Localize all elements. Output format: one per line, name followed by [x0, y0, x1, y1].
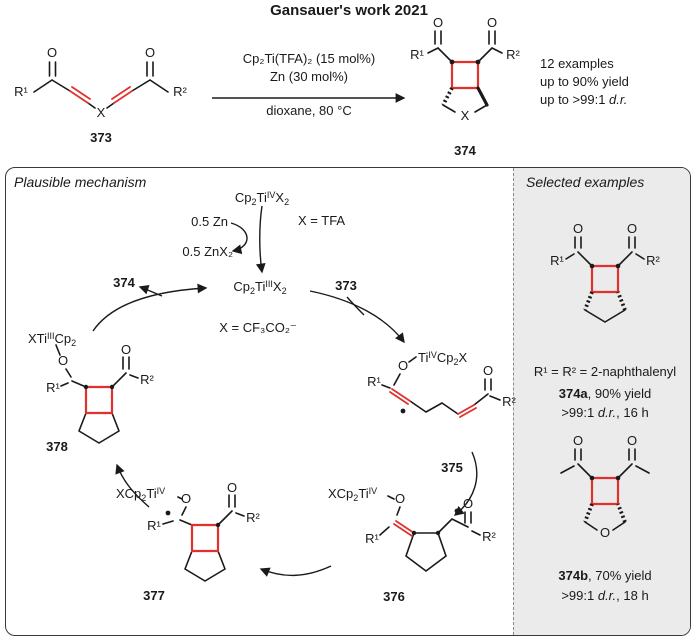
example-b-name-line: 374b, 70% yield: [558, 569, 651, 583]
example-b-dr-line: >99:1 d.r., 18 h: [561, 589, 648, 603]
label-374b: 374b: [558, 568, 589, 583]
atom-r2-374: R²: [506, 47, 520, 62]
atom-r2-376: R²: [482, 529, 496, 544]
cycle-label-373: 373: [335, 278, 357, 293]
ti-iii-x2-formula: Cp2TiIIIX2: [233, 279, 287, 296]
atom-r1-377: R¹: [147, 518, 161, 533]
label-373: 373: [90, 130, 112, 145]
example-b-yield: , 70% yield: [588, 568, 652, 583]
result-examples-count: 12 examples: [540, 56, 614, 71]
xti-iii-cp2-formula-378: XTiIIICp2: [28, 331, 77, 348]
atom-o-374b-left: O: [572, 433, 584, 448]
atom-x-373: X: [96, 105, 106, 120]
atom-o-374a-right: O: [626, 221, 638, 236]
selected-examples-panel: [513, 168, 690, 635]
example-a-dr-suffix: , 16 h: [616, 405, 649, 420]
atom-o-374b-ring: O: [599, 525, 611, 540]
result-yield: up to 90% yield: [540, 74, 629, 89]
conditions-line2: Zn (30 mol%): [269, 69, 349, 84]
atom-o-377-alkoxide: O: [180, 491, 192, 506]
atom-o-373-right: O: [144, 45, 156, 60]
atom-r2-373: R²: [173, 84, 187, 99]
atom-o-377-ketone: O: [226, 480, 238, 495]
znx2-out-label: 0.5 ZnX₂: [182, 244, 233, 259]
x-tfa-label: X = TFA: [298, 213, 346, 228]
ti-iv-cp2x-formula-375: TiIVCp2X: [418, 350, 468, 367]
product-374-skeleton: [427, 30, 503, 113]
atom-o-374a-left: O: [572, 221, 584, 236]
atom-r1-375: R¹: [367, 374, 381, 389]
atom-o-378-ketone: O: [120, 342, 132, 357]
label-374: 374: [454, 143, 476, 158]
atom-r1-378: R¹: [46, 380, 60, 395]
conditions-line3: dioxane, 80 °C: [266, 103, 352, 118]
atom-o-375-ketone: O: [482, 363, 494, 378]
mechanism-box: [5, 167, 691, 636]
substrate-373-skeleton: [33, 61, 169, 109]
example-a-dr-prefix: >99:1: [561, 405, 598, 420]
atom-r1-373: R¹: [14, 84, 28, 99]
figure-title: Gansauer's work 2021: [270, 2, 428, 19]
example-b-dr-suffix: , 18 h: [616, 588, 649, 603]
atom-o-374-left: O: [432, 15, 444, 30]
atom-o-375-enol: O: [397, 358, 409, 373]
atom-o-376-ketone: O: [462, 496, 474, 511]
label-375: 375: [441, 460, 463, 475]
label-378: 378: [46, 439, 68, 454]
example-a-yield: , 90% yield: [587, 386, 652, 401]
ti-iv-x2-formula: Cp2TiIVX2: [234, 190, 290, 207]
atom-o-374-right: O: [486, 15, 498, 30]
atom-o-373-left: O: [46, 45, 58, 60]
xcp2ti-iv-formula-376: XCp2TiIV: [328, 486, 378, 503]
example-a-r-definition: R¹ = R² = 2-naphthalenyl: [533, 364, 677, 379]
atom-o-376-enol: O: [394, 491, 406, 506]
atom-r2-374a: R²: [646, 253, 660, 268]
label-376: 376: [383, 589, 405, 604]
atom-r1-374: R¹: [410, 47, 424, 62]
label-377: 377: [143, 588, 165, 603]
atom-r1-376: R¹: [365, 531, 379, 546]
result-dr-prefix: up to >99:1: [540, 92, 610, 107]
cycle-label-374: 374: [113, 275, 135, 290]
xcp2ti-iv-formula-377: XCp2TiIV: [116, 486, 166, 503]
dr-italic: d.r.: [609, 92, 628, 107]
label-374a: 374a: [558, 386, 588, 401]
zn-in-label: 0.5 Zn: [191, 214, 228, 229]
atom-r2-375: R²: [502, 394, 516, 409]
atom-r2-377: R²: [246, 510, 260, 525]
example-b-dr-prefix: >99:1: [561, 588, 598, 603]
conditions-line1: Cp₂Ti(TFA)₂ (15 mol%): [242, 51, 376, 66]
atom-x-374: X: [460, 108, 470, 123]
example-a-dr-line: >99:1 d.r., 16 h: [561, 406, 648, 420]
atom-r2-378: R²: [140, 372, 154, 387]
dr-italic: d.r.: [597, 588, 617, 603]
dr-italic: d.r.: [597, 405, 617, 420]
atom-o-374b-right: O: [626, 433, 638, 448]
examples-heading: Selected examples: [526, 174, 645, 190]
atom-o-378-bound: O: [57, 353, 69, 368]
result-dr: up to >99:1 d.r.: [540, 93, 627, 107]
mechanism-heading: Plausible mechanism: [14, 174, 147, 190]
example-a-name-line: 374a, 90% yield: [559, 387, 652, 401]
x-counterion-label: X = CF₃CO₂⁻: [219, 320, 297, 335]
atom-r1-374a: R¹: [550, 253, 564, 268]
